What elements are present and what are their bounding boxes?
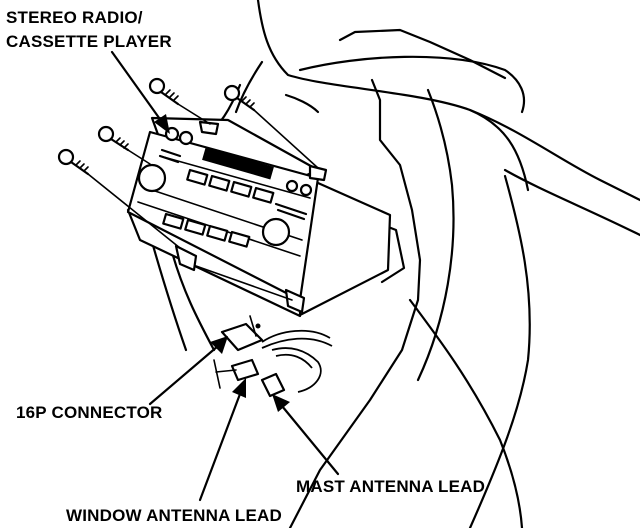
knobs <box>137 126 313 247</box>
arrow-window <box>198 392 242 502</box>
display-window <box>202 147 274 180</box>
label-stereo-line1: STEREO RADIO/ <box>6 8 143 27</box>
label-window-antenna-lead: WINDOW ANTENNA LEAD <box>66 506 282 525</box>
bracket-right <box>284 288 306 314</box>
label-stereo-line2: CASSETTE PLAYER <box>6 32 172 51</box>
mast-antenna-plug <box>260 372 286 398</box>
screw-icon <box>57 148 90 176</box>
cassette-slot <box>158 148 308 221</box>
screw-icon <box>148 77 180 106</box>
screw-icon <box>97 125 130 152</box>
bracket-left <box>174 244 198 272</box>
connectors <box>213 315 333 398</box>
arrow-stereo <box>110 50 164 124</box>
label-16p-connector: 16P CONNECTOR <box>16 403 163 422</box>
16p-connector <box>220 322 264 352</box>
bracket-top-left <box>198 120 220 136</box>
window-antenna-plug <box>230 358 260 382</box>
arrow-mast <box>280 404 340 476</box>
bracket-top-right <box>308 164 328 182</box>
mounting-screws <box>57 77 319 301</box>
preset-buttons <box>162 168 275 248</box>
label-mast-antenna-lead: MAST ANTENNA LEAD <box>296 477 485 496</box>
callout-arrows <box>110 50 340 502</box>
labels: STEREO RADIO/ CASSETTE PLAYER 16P CONNEC… <box>6 8 485 525</box>
stereo-radio-unit <box>126 116 392 318</box>
screw-icon <box>223 84 256 112</box>
arrow-16p <box>148 344 220 406</box>
